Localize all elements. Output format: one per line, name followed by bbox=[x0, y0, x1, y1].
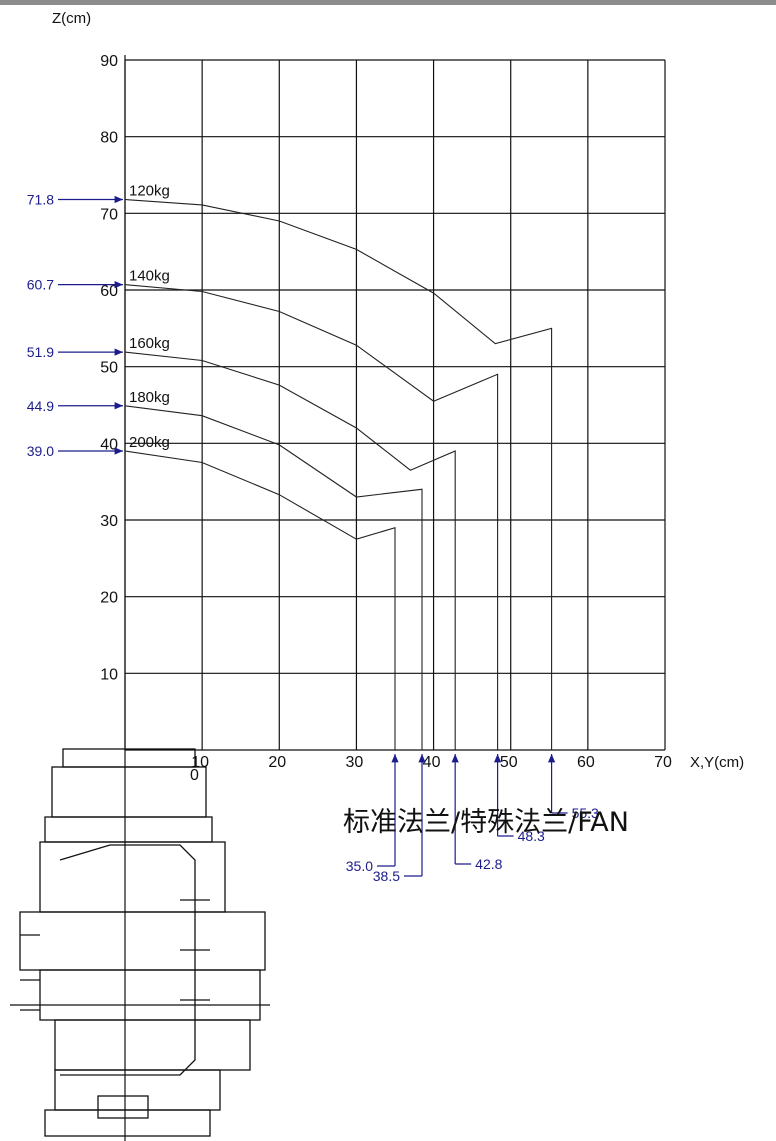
y-tick-label: 10 bbox=[100, 666, 118, 683]
robot-outline bbox=[39, 969, 261, 1021]
robot-outline bbox=[44, 1109, 211, 1137]
robot-outline bbox=[51, 766, 207, 818]
y-tick-label: 70 bbox=[100, 206, 118, 223]
payload-curve bbox=[124, 405, 423, 750]
payload-curve bbox=[124, 284, 499, 750]
y-tick-label: 80 bbox=[100, 130, 118, 147]
robot-outline bbox=[97, 1095, 149, 1119]
robot-outline bbox=[44, 816, 213, 843]
x-tick-label: 50 bbox=[500, 754, 518, 771]
robot-detail bbox=[180, 899, 210, 1001]
x-tick-label: 30 bbox=[346, 754, 364, 771]
payload-curve bbox=[124, 351, 456, 750]
x-value-label: 48.3 bbox=[518, 828, 545, 844]
x-tick-label: 70 bbox=[654, 754, 672, 771]
robot-wrist-drawing bbox=[10, 748, 270, 1137]
y-tick-label: 20 bbox=[100, 590, 118, 607]
x-value-label: 55.3 bbox=[572, 805, 599, 821]
payload-label: 180kg bbox=[129, 389, 170, 406]
payload-label: 140kg bbox=[129, 268, 170, 285]
y-tick-label: 40 bbox=[100, 436, 118, 453]
z-value-label: 51.9 bbox=[27, 344, 54, 360]
robot-outline bbox=[54, 1019, 251, 1071]
y-tick-label: 50 bbox=[100, 360, 118, 377]
z-value-label: 39.0 bbox=[27, 443, 54, 459]
robot-outline bbox=[62, 748, 196, 768]
payload-curve bbox=[124, 450, 396, 750]
grid bbox=[124, 55, 666, 1141]
y-tick-label: 90 bbox=[100, 53, 118, 70]
annotations: 71.8 60.7 51.9 44.9 39.0 55.3 48.3 42.8 38.535.0 bbox=[27, 192, 599, 884]
x-tick-label: 60 bbox=[577, 754, 595, 771]
x-value-label: 42.8 bbox=[475, 856, 502, 872]
y-axis-label: Z(cm) bbox=[52, 10, 91, 27]
z-value-label: 44.9 bbox=[27, 398, 54, 414]
payload-label: 120kg bbox=[129, 183, 170, 200]
robot-outline bbox=[54, 1069, 221, 1111]
robot-detail bbox=[59, 844, 196, 1076]
x-value-label: 38.5 bbox=[373, 868, 400, 884]
x-value-label: 35.0 bbox=[346, 858, 373, 874]
x-tick-label: 20 bbox=[268, 754, 286, 771]
robot-detail bbox=[20, 934, 40, 1011]
y-tick-label: 60 bbox=[100, 283, 118, 300]
payload-curves: 120kg 140kg 160kg 180kg 200kg bbox=[124, 183, 553, 750]
z-value-label: 71.8 bbox=[27, 192, 54, 208]
top-border bbox=[0, 0, 776, 5]
x-tick-label: 40 bbox=[423, 754, 441, 771]
payload-label: 200kg bbox=[129, 434, 170, 451]
flange-caption: 标准法兰/特殊法兰/FAN bbox=[343, 807, 629, 838]
y-tick-label: 30 bbox=[100, 513, 118, 530]
robot-outline bbox=[39, 841, 226, 913]
z-value-label: 60.7 bbox=[27, 277, 54, 293]
payload-label: 160kg bbox=[129, 335, 170, 352]
robot-outline bbox=[19, 911, 266, 971]
payload-curve bbox=[124, 198, 553, 750]
origin-tick-label: 0 bbox=[190, 767, 199, 784]
x-axis-label: X,Y(cm) bbox=[690, 754, 744, 771]
